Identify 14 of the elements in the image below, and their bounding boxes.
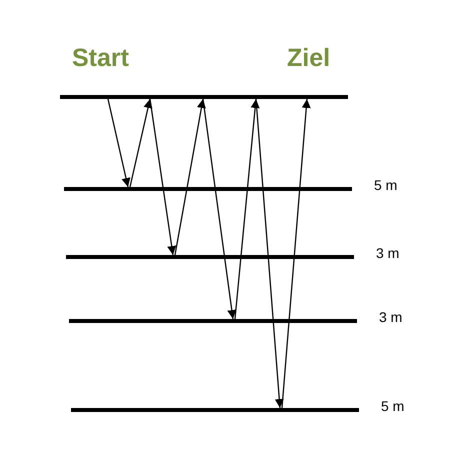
heading-label: Start — [72, 44, 129, 72]
distance-label: 3 m — [376, 245, 400, 261]
arrow — [281, 98, 311, 408]
arrow — [202, 98, 236, 320]
arrow — [149, 98, 176, 256]
distance-label: 5 m — [374, 177, 398, 193]
distance-label: 3 m — [379, 309, 402, 325]
arrow — [129, 98, 152, 188]
arrow — [107, 98, 130, 188]
heading-label: Ziel — [287, 44, 330, 72]
arrow — [234, 98, 260, 320]
arrow — [174, 98, 206, 256]
arrow — [255, 98, 284, 408]
distance-label: 5 m — [381, 398, 404, 414]
